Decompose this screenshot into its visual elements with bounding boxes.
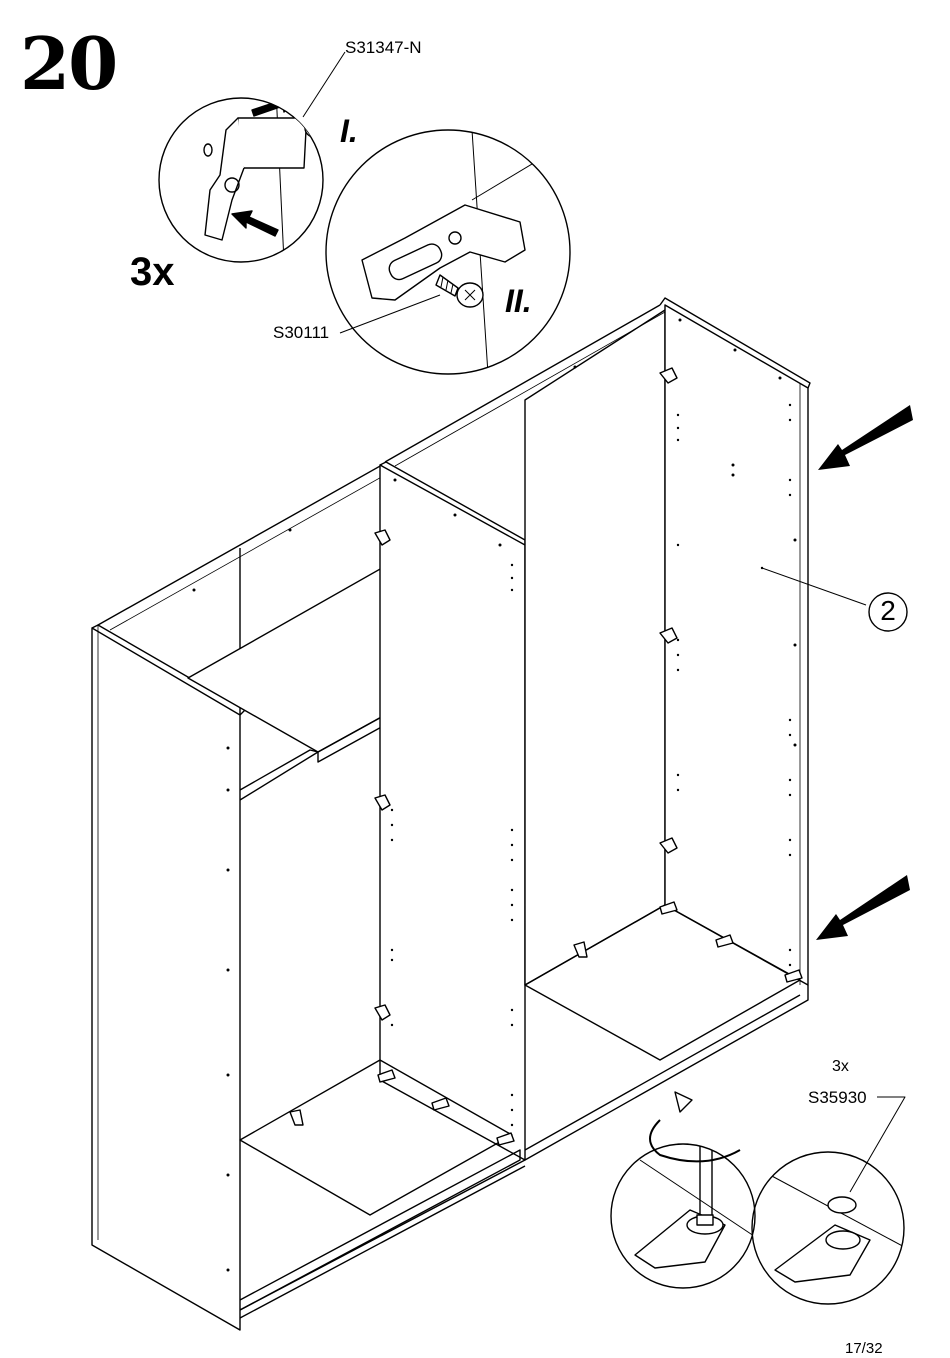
step-marker-two: II. xyxy=(505,283,532,320)
arrow-icon xyxy=(816,405,913,940)
side-panel-part-2 xyxy=(665,305,808,985)
detail-circle-one xyxy=(159,52,345,262)
step-marker-one: I. xyxy=(340,113,358,150)
leveler-quantity: 3x xyxy=(832,1058,849,1076)
part-label: 2 xyxy=(870,595,906,627)
connector-part-number: S31347-N xyxy=(345,38,422,58)
quantity-label: 3x xyxy=(130,252,175,292)
cabinet-left-unit xyxy=(92,462,525,1330)
screw-part-number: S30111 xyxy=(273,323,329,343)
leveler-part-number: S35930 xyxy=(808,1088,867,1108)
detail-circle-two xyxy=(326,130,572,374)
screw-icon xyxy=(436,275,483,307)
page-number: 17/32 xyxy=(845,1340,883,1357)
leveler-detail-one xyxy=(611,1092,760,1288)
leveler-detail-two xyxy=(752,1097,910,1304)
step-number: 20 xyxy=(20,28,116,100)
